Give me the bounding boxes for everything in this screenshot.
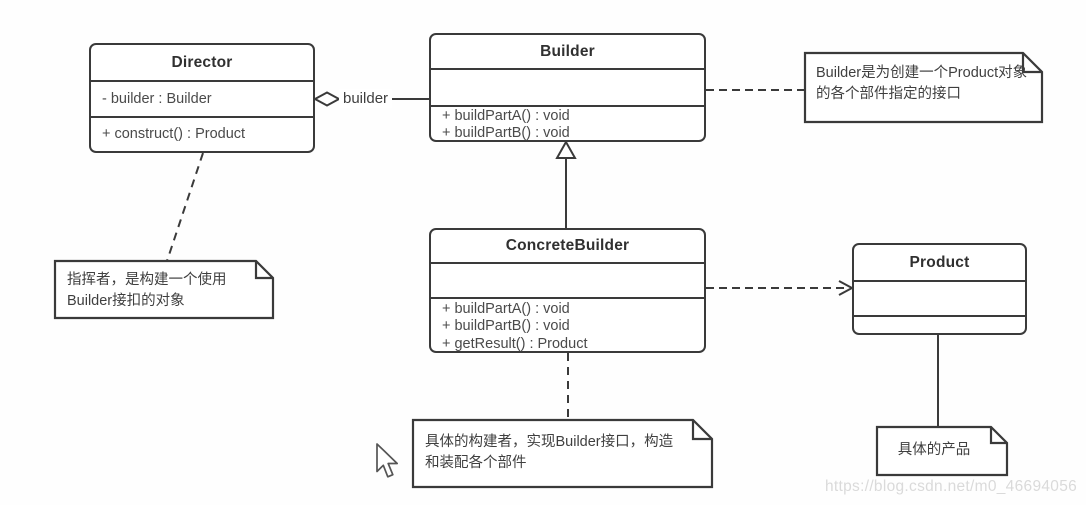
method: + buildPartB() : void bbox=[442, 318, 570, 335]
class-box-concrete-builder: ConcreteBuilder + buildPartA() : void + … bbox=[429, 228, 706, 353]
note-concrete-builder: 具体的构建者，实现Builder接口，构造和装配各个部件 bbox=[425, 434, 674, 471]
note-fold-icon bbox=[691, 420, 712, 441]
aggregation-diamond-icon bbox=[312, 91, 342, 107]
attributes-compartment bbox=[431, 68, 704, 105]
method: + buildPartB() : void bbox=[442, 125, 570, 140]
class-name: ConcreteBuilder bbox=[505, 237, 630, 254]
note-product: 具体的产品 bbox=[897, 442, 971, 458]
watermark-url: https://blog.csdn.net/m0_46694056 bbox=[825, 478, 1078, 495]
methods-compartment: + construct() : Product bbox=[91, 116, 313, 151]
attributes-compartment bbox=[431, 262, 704, 297]
method: + getResult() : Product bbox=[442, 335, 588, 351]
note-shape-builder bbox=[803, 51, 1044, 124]
note-fold-icon bbox=[1021, 53, 1042, 74]
methods-compartment: + buildPartA() : void + buildPartB() : v… bbox=[431, 297, 704, 351]
methods-compartment: + buildPartA() : void + buildPartB() : v… bbox=[431, 105, 704, 140]
note-shape-concrete-builder bbox=[411, 418, 714, 489]
class-box-builder: Builder + buildPartA() : void + buildPar… bbox=[429, 33, 706, 142]
class-name: Product bbox=[909, 253, 970, 271]
note-fold-icon bbox=[989, 427, 1007, 445]
mouse-cursor-icon bbox=[376, 443, 399, 478]
attributes-compartment: - builder : Builder bbox=[91, 80, 313, 116]
note-fold-icon bbox=[254, 261, 273, 280]
method: + buildPartA() : void bbox=[442, 301, 570, 317]
note-builder: Builder是为创建一个Product对象的各个部件指定的接口 bbox=[816, 65, 1028, 102]
class-box-product: Product bbox=[852, 243, 1027, 335]
note-link-director bbox=[166, 152, 204, 262]
attributes-compartment bbox=[854, 280, 1025, 315]
method: + construct() : Product bbox=[102, 126, 246, 142]
class-box-director: Director - builder : Builder + construct… bbox=[89, 43, 315, 153]
attribute: - builder : Builder bbox=[102, 91, 212, 107]
aggregation-role-label: builder bbox=[339, 89, 393, 108]
note-shape-product bbox=[875, 425, 1009, 477]
methods-compartment bbox=[854, 315, 1025, 333]
class-name: Builder bbox=[540, 42, 595, 60]
class-name: Director bbox=[171, 53, 233, 71]
generalization-triangle-icon bbox=[555, 139, 577, 159]
method: + buildPartA() : void bbox=[442, 108, 570, 124]
note-shape-director bbox=[53, 259, 275, 320]
note-director: 指挥者，是构建一个使用Builder接扣的对象 bbox=[67, 272, 227, 309]
